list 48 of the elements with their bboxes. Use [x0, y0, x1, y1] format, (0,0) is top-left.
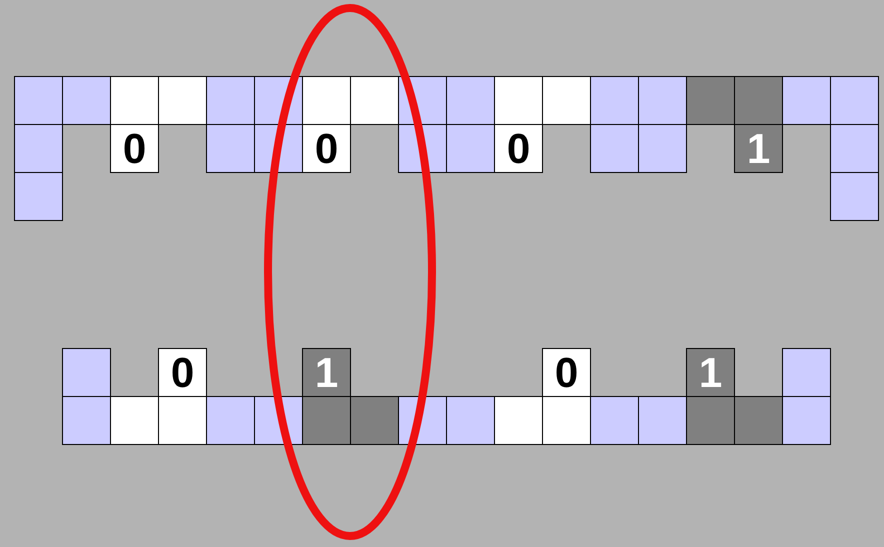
grid-cell: [302, 76, 351, 125]
grid-cell: [494, 396, 543, 445]
grid-cell: [782, 76, 831, 125]
grid-cell: [446, 124, 495, 173]
grid-cell: [782, 348, 831, 397]
grid-cell: [158, 396, 207, 445]
grid-cell: [350, 396, 399, 445]
grid-cell: [542, 396, 591, 445]
digit-cell: 0: [110, 124, 159, 173]
grid-cell: [62, 76, 111, 125]
grid-cell: [782, 396, 831, 445]
grid-cell: [350, 76, 399, 125]
grid-cell: [206, 396, 255, 445]
digit-cell: 1: [302, 348, 351, 397]
grid-cell: [302, 396, 351, 445]
grid-cell: [62, 348, 111, 397]
grid-cell: [638, 396, 687, 445]
grid-cell: [590, 396, 639, 445]
grid-cell: [686, 76, 735, 125]
grid-cell: [830, 172, 879, 221]
grid-cell: [590, 124, 639, 173]
digit-cell: 0: [542, 348, 591, 397]
grid-cell: [590, 76, 639, 125]
grid-cell: [206, 76, 255, 125]
grid-cell: [734, 396, 783, 445]
grid-cell: [542, 76, 591, 125]
digit-cell: 0: [158, 348, 207, 397]
grid-cell: [14, 124, 63, 173]
grid-cell: [638, 124, 687, 173]
grid-cell: [14, 172, 63, 221]
grid-cell: [206, 124, 255, 173]
grid-cell: [830, 76, 879, 125]
grid-cell: [446, 396, 495, 445]
digit-cell: 0: [494, 124, 543, 173]
digit-cell: 1: [734, 124, 783, 173]
grid-cell: [638, 76, 687, 125]
grid-cell: [14, 76, 63, 125]
grid-cell: [158, 76, 207, 125]
grid-cell: [110, 76, 159, 125]
grid-cell: [830, 124, 879, 173]
digit-cell: 1: [686, 348, 735, 397]
grid-cell: [62, 396, 111, 445]
digit-cell: 0: [302, 124, 351, 173]
grid-cell: [686, 396, 735, 445]
grid-cell: [110, 396, 159, 445]
grid-cell: [734, 76, 783, 125]
grid-cell: [446, 76, 495, 125]
grid-cell: [494, 76, 543, 125]
